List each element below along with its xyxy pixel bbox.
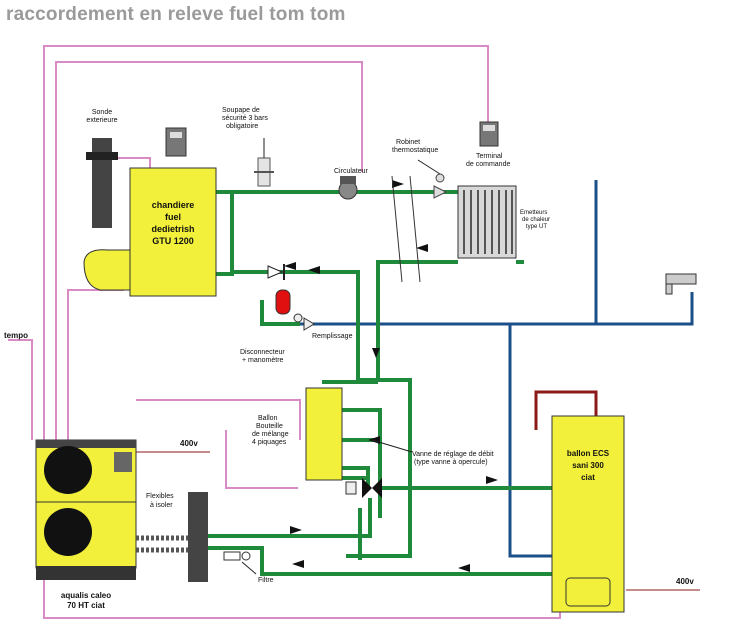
- flow-valve: [345, 439, 413, 498]
- vanne-label-1: Vanne de réglage de débit: [412, 451, 494, 458]
- ballon-ecs-line-3: ciat: [581, 473, 595, 482]
- sonde-label-2: exterieure: [86, 117, 117, 124]
- boiler-line-4: GTU 1200: [152, 236, 194, 246]
- expansion-vessel: [275, 289, 291, 315]
- boiler-line-3: dedietrish: [151, 224, 194, 234]
- filter: [223, 551, 257, 575]
- robinet-label-2: thermostatique: [392, 147, 438, 154]
- disconnecteur-label-2: + manomètre: [242, 357, 284, 364]
- terminal-label-2: de commande: [466, 161, 510, 168]
- ballon-bouteille-label-4: 4 piquages: [252, 439, 287, 446]
- remplissage-label: Remplissage: [312, 333, 353, 340]
- soupape-label-2: sécurité 3 bars: [222, 115, 268, 122]
- thermostatic-valve: [417, 159, 448, 199]
- ballon-bouteille-label-2: Bouteille: [256, 423, 283, 430]
- soupape-label-3: obligatoire: [226, 123, 258, 130]
- hot-water-pipe: [534, 390, 598, 430]
- circulateur-label: Circulateur: [334, 168, 369, 175]
- vanne-label-2: (type vanne à opercule): [414, 459, 488, 466]
- cold-water-pipes: [300, 180, 694, 558]
- emetteurs-label-1: Emetteurs: [520, 210, 547, 216]
- terminal-label-1: Terminal: [476, 153, 503, 160]
- wall-break: [391, 175, 421, 283]
- heat-pump: [35, 439, 137, 580]
- soupape-label-1: Soupape de: [222, 107, 260, 114]
- heat-pump-line-1: aqualis caleo: [61, 591, 111, 600]
- safety-valve: [254, 138, 274, 187]
- dhw-tank: [551, 415, 625, 613]
- sonde-label-1: Sonde: [92, 109, 112, 116]
- outdoor-sensor: [86, 138, 118, 228]
- ballon-ecs-line-1: ballon ECS: [567, 449, 610, 458]
- power-top-label: 400v: [180, 439, 198, 448]
- ballon-bouteille-label-1: Ballon: [258, 415, 278, 422]
- emetteurs-label-2: de chaleur: [522, 217, 550, 223]
- disconnecteur-label-1: Disconnecteur: [240, 349, 285, 356]
- ballon-bouteille-label-3: de mélange: [252, 431, 289, 438]
- ballon-ecs-line-2: sani 300: [572, 461, 604, 470]
- control-terminal: [479, 121, 499, 147]
- fill-valve: [293, 313, 315, 331]
- radiator: [457, 185, 517, 259]
- check-valve: [267, 264, 285, 280]
- diagram-title: raccordement en releve fuel tom tom: [6, 4, 346, 25]
- boiler-line-2: fuel: [165, 212, 181, 222]
- emetteurs-label-3: type UT: [526, 224, 547, 230]
- circulator-pump: [338, 176, 358, 200]
- heat-pump-line-2: 70 HT ciat: [67, 601, 105, 610]
- faucet: [665, 273, 697, 295]
- tempo-label: tempo: [4, 331, 28, 340]
- filtre-label: Filtre: [258, 577, 274, 584]
- flow-arrows: [284, 180, 498, 572]
- flexibles-label-1: Flexibles: [146, 493, 174, 500]
- boiler: [83, 127, 217, 297]
- flexibles-label-2: à isoler: [150, 502, 173, 509]
- power-bottom-label: 400v: [676, 577, 694, 586]
- robinet-label-1: Robinet: [396, 139, 420, 146]
- flexible-hoses: [136, 492, 208, 582]
- boiler-line-1: chandiere: [152, 200, 195, 210]
- buffer-tank: [305, 387, 343, 481]
